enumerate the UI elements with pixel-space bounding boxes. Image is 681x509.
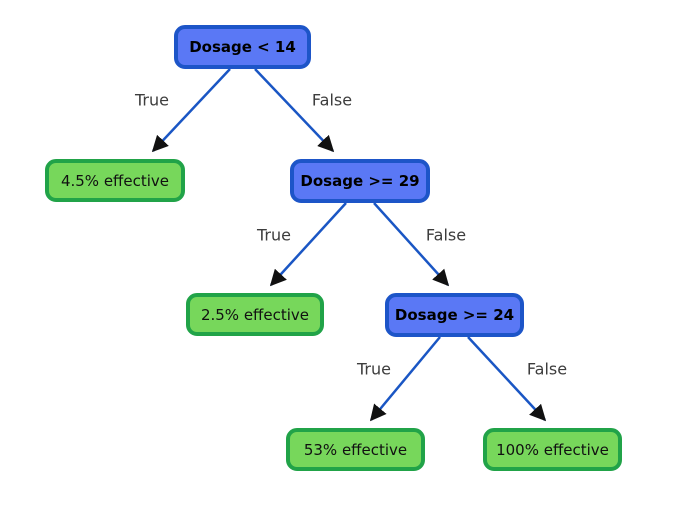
node-label: Dosage < 14	[189, 38, 296, 56]
edge-line-node24-true	[369, 336, 441, 422]
node-label: 100% effective	[496, 440, 609, 459]
decision-node-dosage-lt-14: Dosage < 14	[174, 25, 311, 69]
edge-label-false: False	[311, 90, 353, 110]
edge-label-true: True	[257, 225, 291, 245]
leaf-node-2-5-effective: 2.5% effective	[186, 293, 324, 336]
edge-line-root-true	[151, 68, 231, 153]
edge-line-node24-false	[467, 336, 547, 422]
edge-label-false: False	[425, 225, 467, 245]
edge-line-node29-true	[269, 202, 347, 287]
leaf-node-53-effective: 53% effective	[286, 428, 425, 471]
node-label: 4.5% effective	[60, 171, 170, 190]
leaf-node-4-5-effective: 4.5% effective	[45, 159, 185, 202]
node-label: Dosage >= 24	[394, 306, 515, 324]
edge-label-true: True	[357, 359, 391, 379]
node-label: Dosage >= 29	[300, 172, 420, 190]
decision-node-dosage-gte-24: Dosage >= 24	[385, 293, 524, 337]
node-label: 53% effective	[303, 440, 408, 459]
decision-node-dosage-gte-29: Dosage >= 29	[290, 159, 430, 203]
edge-label-false: False	[526, 359, 568, 379]
edge-line-node29-false	[373, 202, 450, 287]
edge-label-true: True	[135, 90, 169, 110]
edge-line-root-false	[254, 68, 335, 153]
leaf-node-100-effective: 100% effective	[483, 428, 622, 471]
node-label: 2.5% effective	[200, 305, 310, 324]
